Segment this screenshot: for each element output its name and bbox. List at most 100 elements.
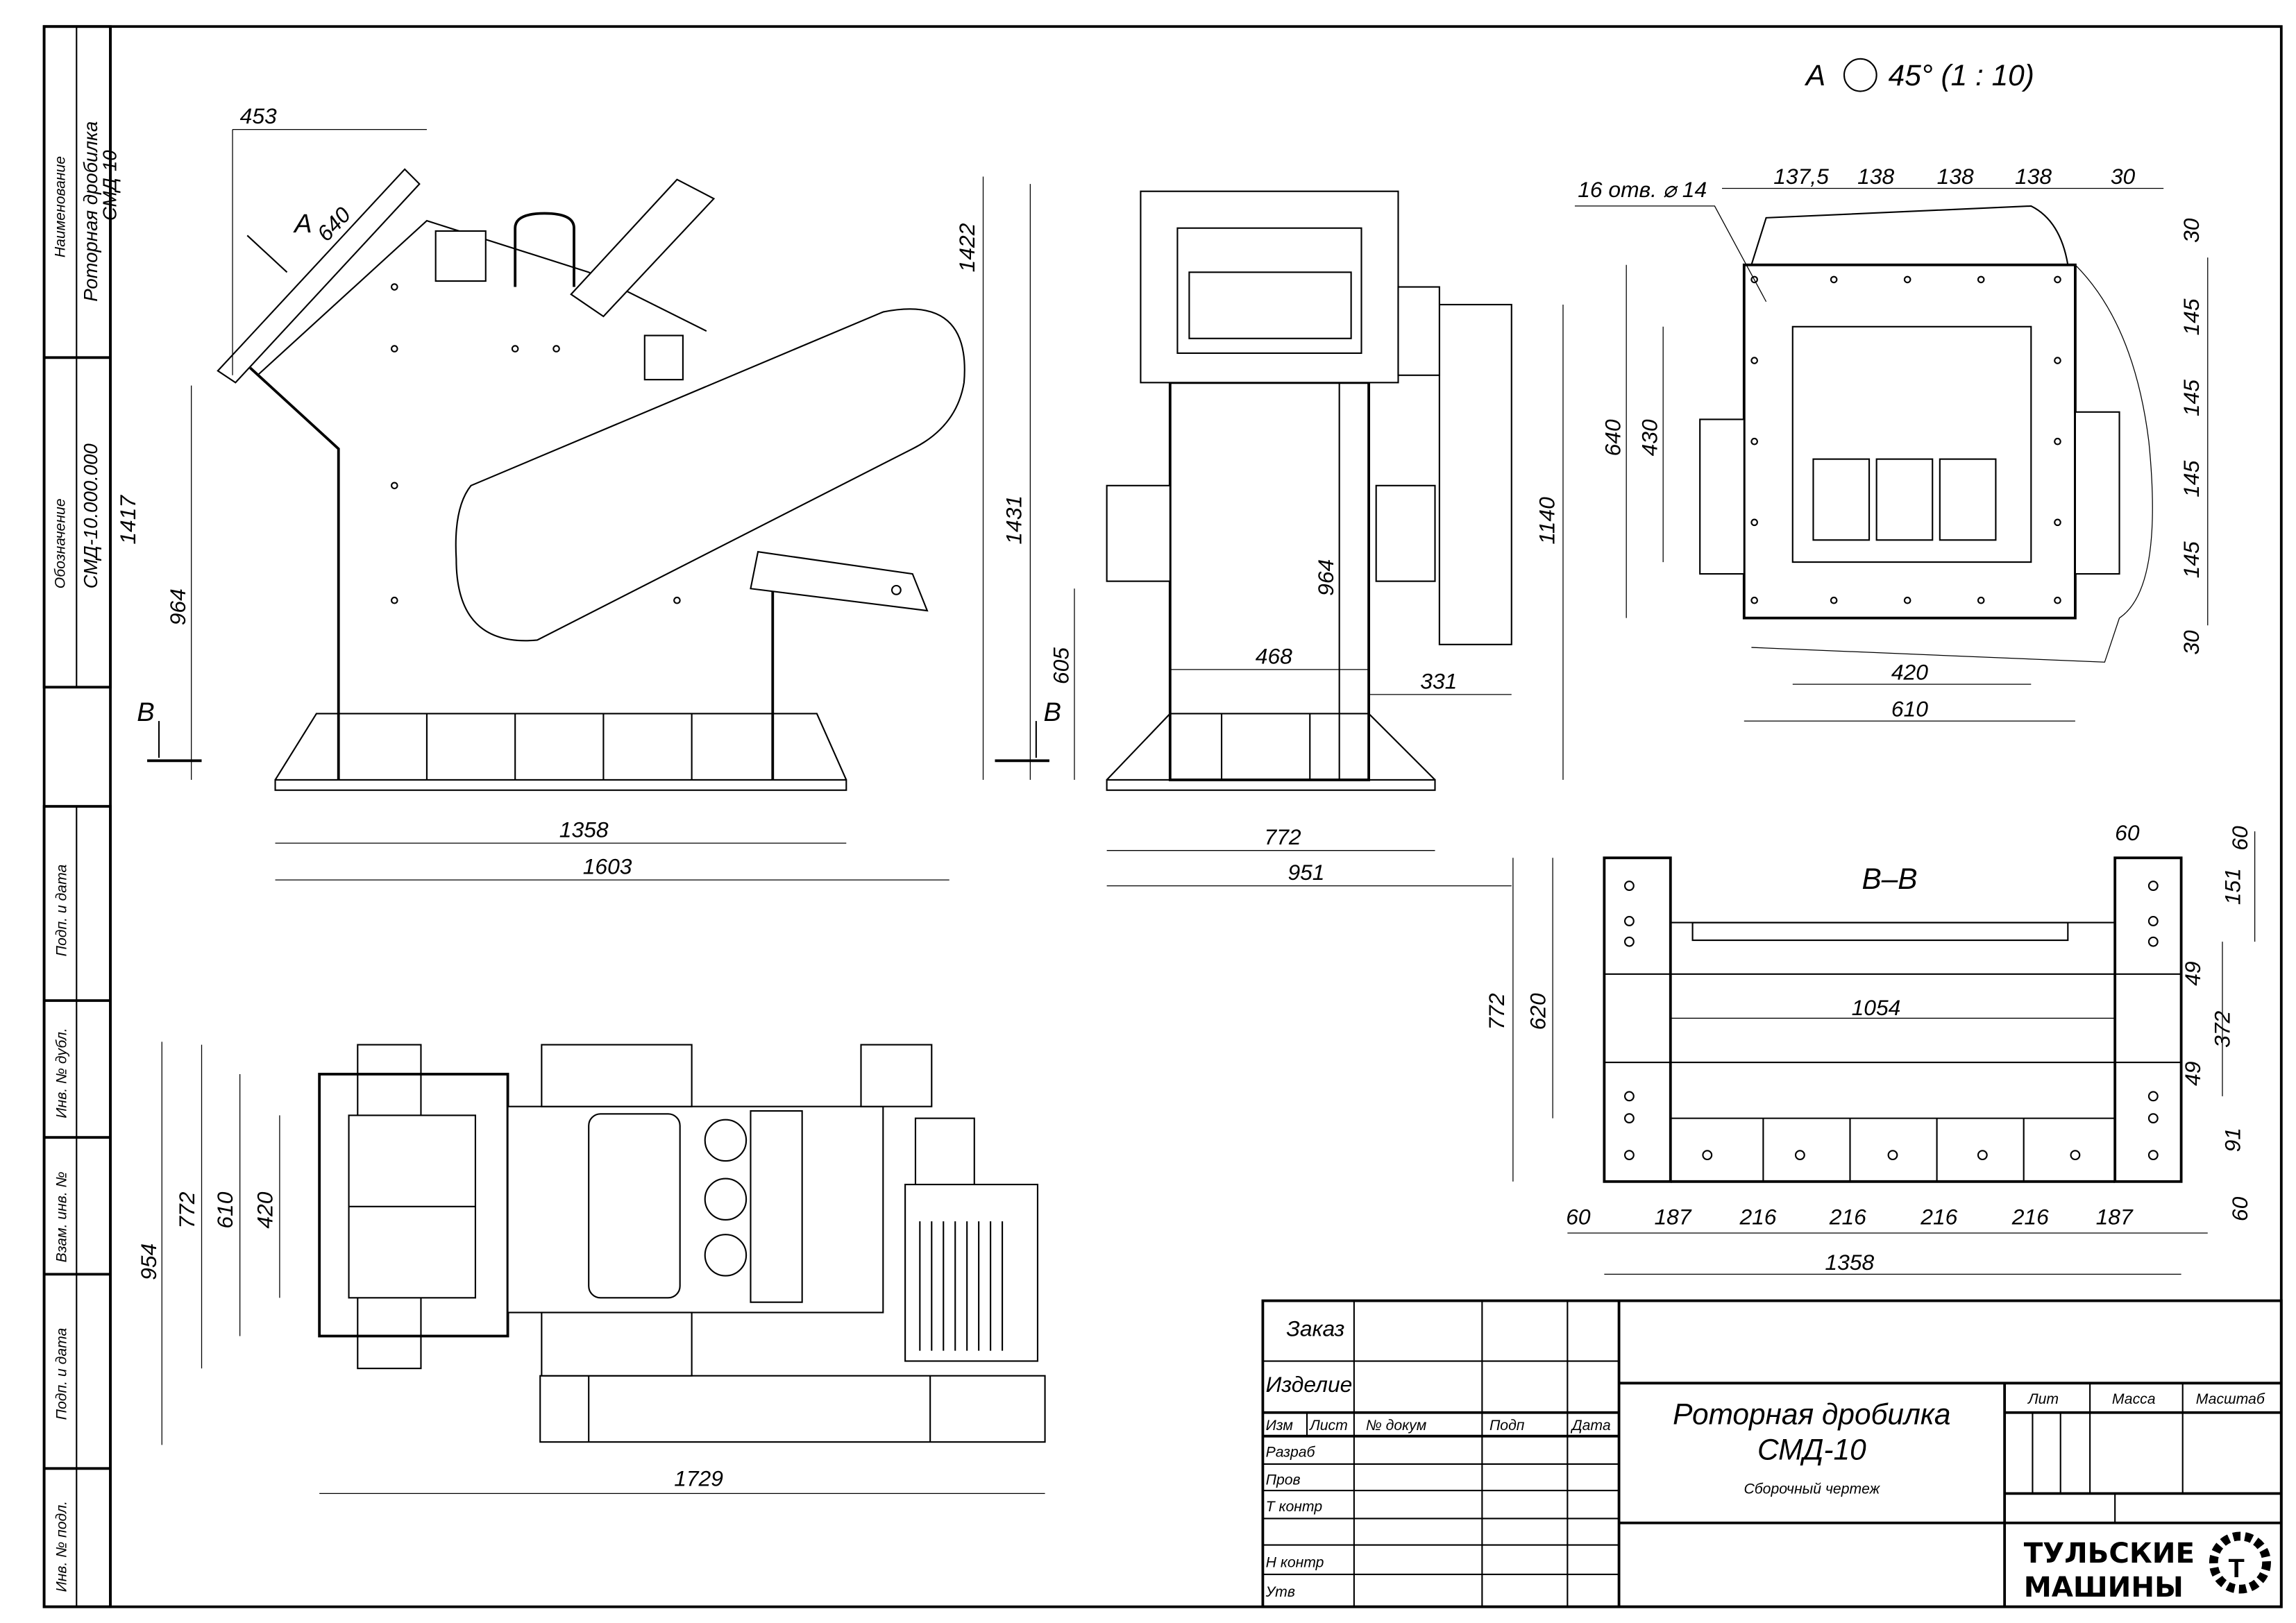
gear-icon: [2209, 1531, 2271, 1594]
dim: 30: [2179, 218, 2204, 243]
section-bb: B–B 1054 772 620 60 60 151 49 372: [1484, 820, 2256, 1275]
dim: 60: [1566, 1204, 1591, 1229]
mass-label: Масса: [2112, 1391, 2156, 1407]
dim-1431: 1431: [1002, 495, 1027, 545]
section-bb-title: B–B: [1862, 863, 1917, 895]
dim: 420: [1891, 660, 1928, 685]
dim-772: 772: [1265, 824, 1301, 849]
dim-1358: 1358: [559, 817, 609, 842]
stamp-label: Подп. и дата: [53, 1327, 69, 1420]
dim-610: 610: [212, 1191, 237, 1228]
row-tkontr: Т контр: [1266, 1499, 1323, 1515]
col-list: Лист: [1308, 1418, 1348, 1434]
title-block: Заказ Изделие Изм Лист № докум Подп Дата…: [1261, 1299, 2283, 1608]
section-marker-b: B: [1043, 697, 1061, 727]
dim-1603: 1603: [583, 854, 632, 879]
dim-954: 954: [136, 1243, 161, 1280]
plan-view: 954 772 610 420 1729: [136, 1042, 1046, 1494]
dim: 60: [2115, 820, 2140, 845]
dim: 137,5: [1773, 164, 1829, 189]
dim: 187: [1654, 1204, 1691, 1229]
front-view: 453 640 1422 1417 964 1358 1603 A B: [115, 103, 984, 881]
side-stamp-top: Наименование Роторная дробилка СМД-10 Об…: [42, 25, 121, 689]
dim-772: 772: [174, 1191, 199, 1228]
dim: 60: [2227, 826, 2252, 851]
dim: 145: [2179, 460, 2204, 497]
row-razrab: Разраб: [1266, 1444, 1316, 1460]
dim: 60: [2227, 1196, 2252, 1221]
dim-453: 453: [240, 103, 277, 128]
oboznachenie-value: СМД-10.000.000: [80, 443, 101, 589]
dim-1729: 1729: [674, 1466, 723, 1491]
stamp-label: Инв. № подл.: [53, 1501, 69, 1592]
col-izm: Изм: [1266, 1418, 1294, 1434]
dim-964: 964: [1313, 559, 1338, 596]
col-data: Дата: [1571, 1418, 1611, 1434]
dim: 216: [1829, 1204, 1866, 1229]
dim: 216: [2011, 1204, 2049, 1229]
dim: 620: [1526, 993, 1551, 1030]
side-stamp-bottom: Подп. и дата Инв. № дубл. Взам. инв. № П…: [42, 805, 112, 1608]
dim: 91: [2220, 1128, 2245, 1152]
dim: 145: [2179, 541, 2204, 578]
dim: 138: [2015, 164, 2052, 189]
dim-1422: 1422: [954, 223, 979, 272]
dim: 138: [1937, 164, 1974, 189]
bolt-holes: [390, 283, 902, 604]
doc-type: Сборочный чертеж: [1744, 1481, 1880, 1497]
dim: 49: [2180, 1061, 2205, 1086]
row-utv: Утв: [1265, 1584, 1295, 1600]
view-a-title: A: [1804, 59, 1825, 92]
product-label: Изделие: [1266, 1372, 1353, 1397]
order-label: Заказ: [1286, 1316, 1344, 1341]
col-doc: № докум: [1366, 1418, 1427, 1434]
motor-fins: [919, 1221, 1004, 1351]
col-podp: Подп: [1489, 1418, 1525, 1434]
t-letter-icon: T: [2228, 1554, 2244, 1583]
dim: 1358: [1825, 1250, 1874, 1275]
stamp-label: Подп. и дата: [53, 865, 69, 957]
drawing-title-model: СМД-10: [1757, 1434, 1866, 1466]
dim-605: 605: [1048, 647, 1073, 684]
bolt-holes: [1623, 881, 2159, 1161]
company-name-2: МАШИНЫ: [2024, 1572, 2184, 1604]
dim: 640: [1601, 419, 1626, 456]
dim: 151: [2220, 868, 2245, 905]
dim-420: 420: [252, 1191, 277, 1228]
dim: 49: [2180, 961, 2205, 986]
dim: 610: [1891, 697, 1928, 722]
dim: 145: [2179, 380, 2204, 416]
company-name: ТУЛЬСКИЕ: [2024, 1538, 2195, 1570]
dim-1417: 1417: [115, 495, 140, 545]
dim-1140: 1140: [1534, 497, 1559, 545]
dim: 372: [2210, 1010, 2235, 1047]
mounting-holes: [1750, 275, 2061, 604]
view-a-title-rest: 45° (1 : 10): [1889, 59, 2034, 92]
dim-1054: 1054: [1852, 995, 1901, 1020]
drawing-title: Роторная дробилка: [1673, 1398, 1950, 1431]
dim-964: 964: [165, 588, 190, 625]
view-a: A 45° (1 : 10) 16 отв. ⌀ 14 137,5 138 13…: [1574, 58, 2209, 722]
dim-951: 951: [1288, 860, 1324, 885]
naimenovanie-label: Наименование: [52, 156, 68, 257]
stamp-label: Инв. № дубл.: [53, 1028, 69, 1118]
dim-331: 331: [1420, 668, 1457, 693]
lit-label: Лит: [2027, 1391, 2059, 1407]
dim: 772: [1484, 993, 1509, 1030]
dim: 30: [2179, 630, 2204, 655]
dim: 216: [1920, 1204, 1957, 1229]
section-marker-b: B: [137, 697, 154, 727]
oboznachenie-label: Обозначение: [52, 498, 68, 588]
dim: 216: [1739, 1204, 1776, 1229]
view-a-marker: A: [293, 209, 312, 239]
naimenovanie-value: Роторная дробилка: [80, 121, 101, 302]
dim: 30: [2111, 164, 2136, 189]
company-logo: ТУЛЬСКИЕ МАШИНЫ T: [2024, 1531, 2271, 1604]
scale-label: Масштаб: [2196, 1391, 2265, 1407]
dim: 430: [1637, 419, 1662, 456]
row-prov: Пров: [1266, 1472, 1301, 1488]
dim: 187: [2096, 1204, 2134, 1229]
holes-note: 16 отв. ⌀ 14: [1578, 177, 1707, 202]
dim-468: 468: [1256, 643, 1292, 668]
